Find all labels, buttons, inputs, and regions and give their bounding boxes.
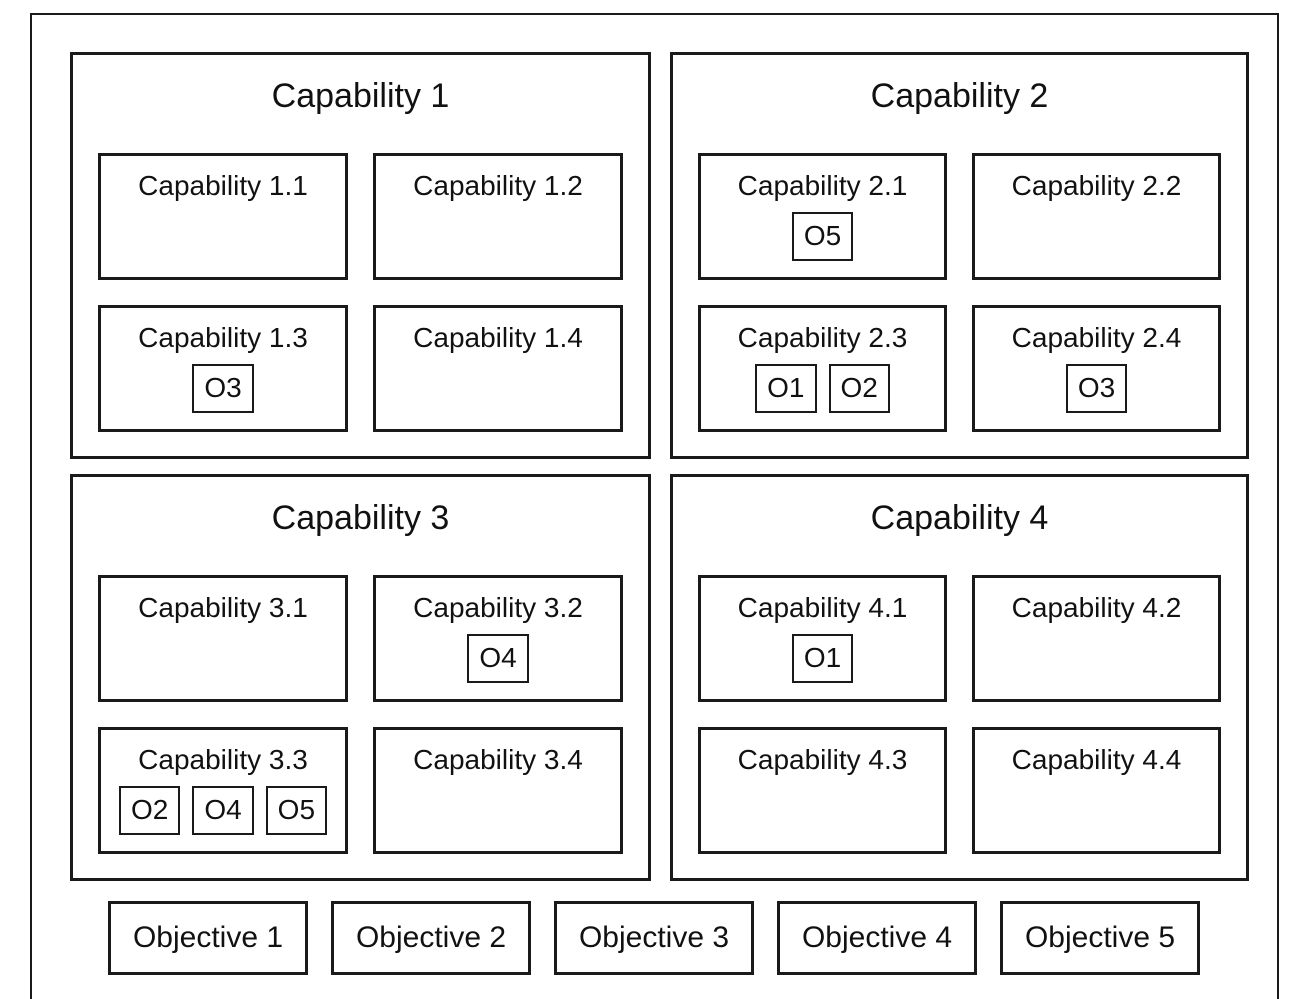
capability-group-title: Capability 2 [870,77,1049,115]
capability-group-title: Capability 4 [870,499,1049,537]
objective-tag-row: O4 [467,633,529,683]
sub-capability-label: Capability 3.3 [138,744,308,775]
sub-capability-grid: Capability 2.1 O5 Capability 2.2 Capabil… [698,153,1221,432]
sub-capability-label: Capability 3.2 [413,592,583,623]
objective-box: Objective 4 [777,901,977,975]
objective-tag: O3 [192,363,254,413]
objectives-row: Objective 1 Objective 2 Objective 3 Objecti… [108,901,1200,975]
objective-tag: O1 [791,633,854,683]
sub-capability-grid: Capability 3.1 Capability 3.2 O4 Capabil… [98,575,623,854]
sub-capability-label: Capability 4.1 [737,592,908,623]
sub-capability-label: Capability 2.2 [1011,170,1182,201]
sub-capability-label: Capability 1.4 [413,322,583,353]
sub-capability-box: Capability 4.4 [972,727,1221,854]
sub-capability-box: Capability 4.1 O1 [698,575,947,702]
sub-capability-label: Capability 4.4 [1011,744,1182,775]
sub-capability-box: Capability 2.2 [972,153,1221,280]
objective-tag: O3 [1065,363,1128,413]
sub-capability-grid: Capability 1.1 Capability 1.2 Capability… [98,153,623,432]
objective-tag: O2 [118,785,181,835]
objective-tag: O5 [265,785,328,835]
sub-capability-box: Capability 1.3 O3 [98,305,348,432]
capability-group: Capability 1 Capability 1.1 Capability 1… [70,52,651,459]
capability-group-title: Capability 1 [271,77,450,115]
sub-capability-label: Capability 3.1 [138,592,308,623]
objective-tag-row: O3 [1065,363,1128,413]
objective-box: Objective 3 [554,901,754,975]
sub-capability-box: Capability 1.2 [373,153,623,280]
objective-tag-row: O3 [192,363,254,413]
sub-capability-label: Capability 4.3 [737,744,908,775]
capability-group: Capability 4 Capability 4.1 O1 Capabilit… [670,474,1249,881]
sub-capability-label: Capability 1.2 [413,170,583,201]
objective-tag: O1 [755,363,817,413]
objective-box: Objective 2 [331,901,531,975]
objective-tag-row: O1 [791,633,854,683]
sub-capability-label: Capability 2.1 [737,170,908,201]
objective-tag: O5 [791,211,854,261]
sub-capability-label: Capability 3.4 [413,744,583,775]
objective-tag: O2 [828,363,890,413]
sub-capability-box: Capability 3.2 O4 [373,575,623,702]
sub-capability-box: Capability 1.1 [98,153,348,280]
sub-capability-box: Capability 1.4 [373,305,623,432]
objective-tag-row: O5 [791,211,854,261]
diagram-outer-frame: Capability 1 Capability 1.1 Capability 1… [30,13,1279,999]
sub-capability-box: Capability 2.4 O3 [972,305,1221,432]
sub-capability-label: Capability 2.4 [1011,322,1182,353]
sub-capability-box: Capability 3.4 [373,727,623,854]
sub-capability-box: Capability 4.2 [972,575,1221,702]
sub-capability-box: Capability 4.3 [698,727,947,854]
objective-box: Objective 1 [108,901,308,975]
sub-capability-label: Capability 1.1 [138,170,308,201]
capability-groups: Capability 1 Capability 1.1 Capability 1… [32,15,1277,999]
objective-tag: O4 [192,785,254,835]
capability-group: Capability 2 Capability 2.1 O5 Capabilit… [670,52,1249,459]
objective-box: Objective 5 [1000,901,1200,975]
capability-group-title: Capability 3 [271,499,450,537]
objective-tag: O4 [467,633,529,683]
sub-capability-label: Capability 2.3 [737,322,908,353]
sub-capability-label: Capability 4.2 [1011,592,1182,623]
sub-capability-box: Capability 2.1 O5 [698,153,947,280]
sub-capability-label: Capability 1.3 [138,322,308,353]
sub-capability-grid: Capability 4.1 O1 Capability 4.2 Capabil… [698,575,1221,854]
sub-capability-box: Capability 3.1 [98,575,348,702]
capability-group: Capability 3 Capability 3.1 Capability 3… [70,474,651,881]
